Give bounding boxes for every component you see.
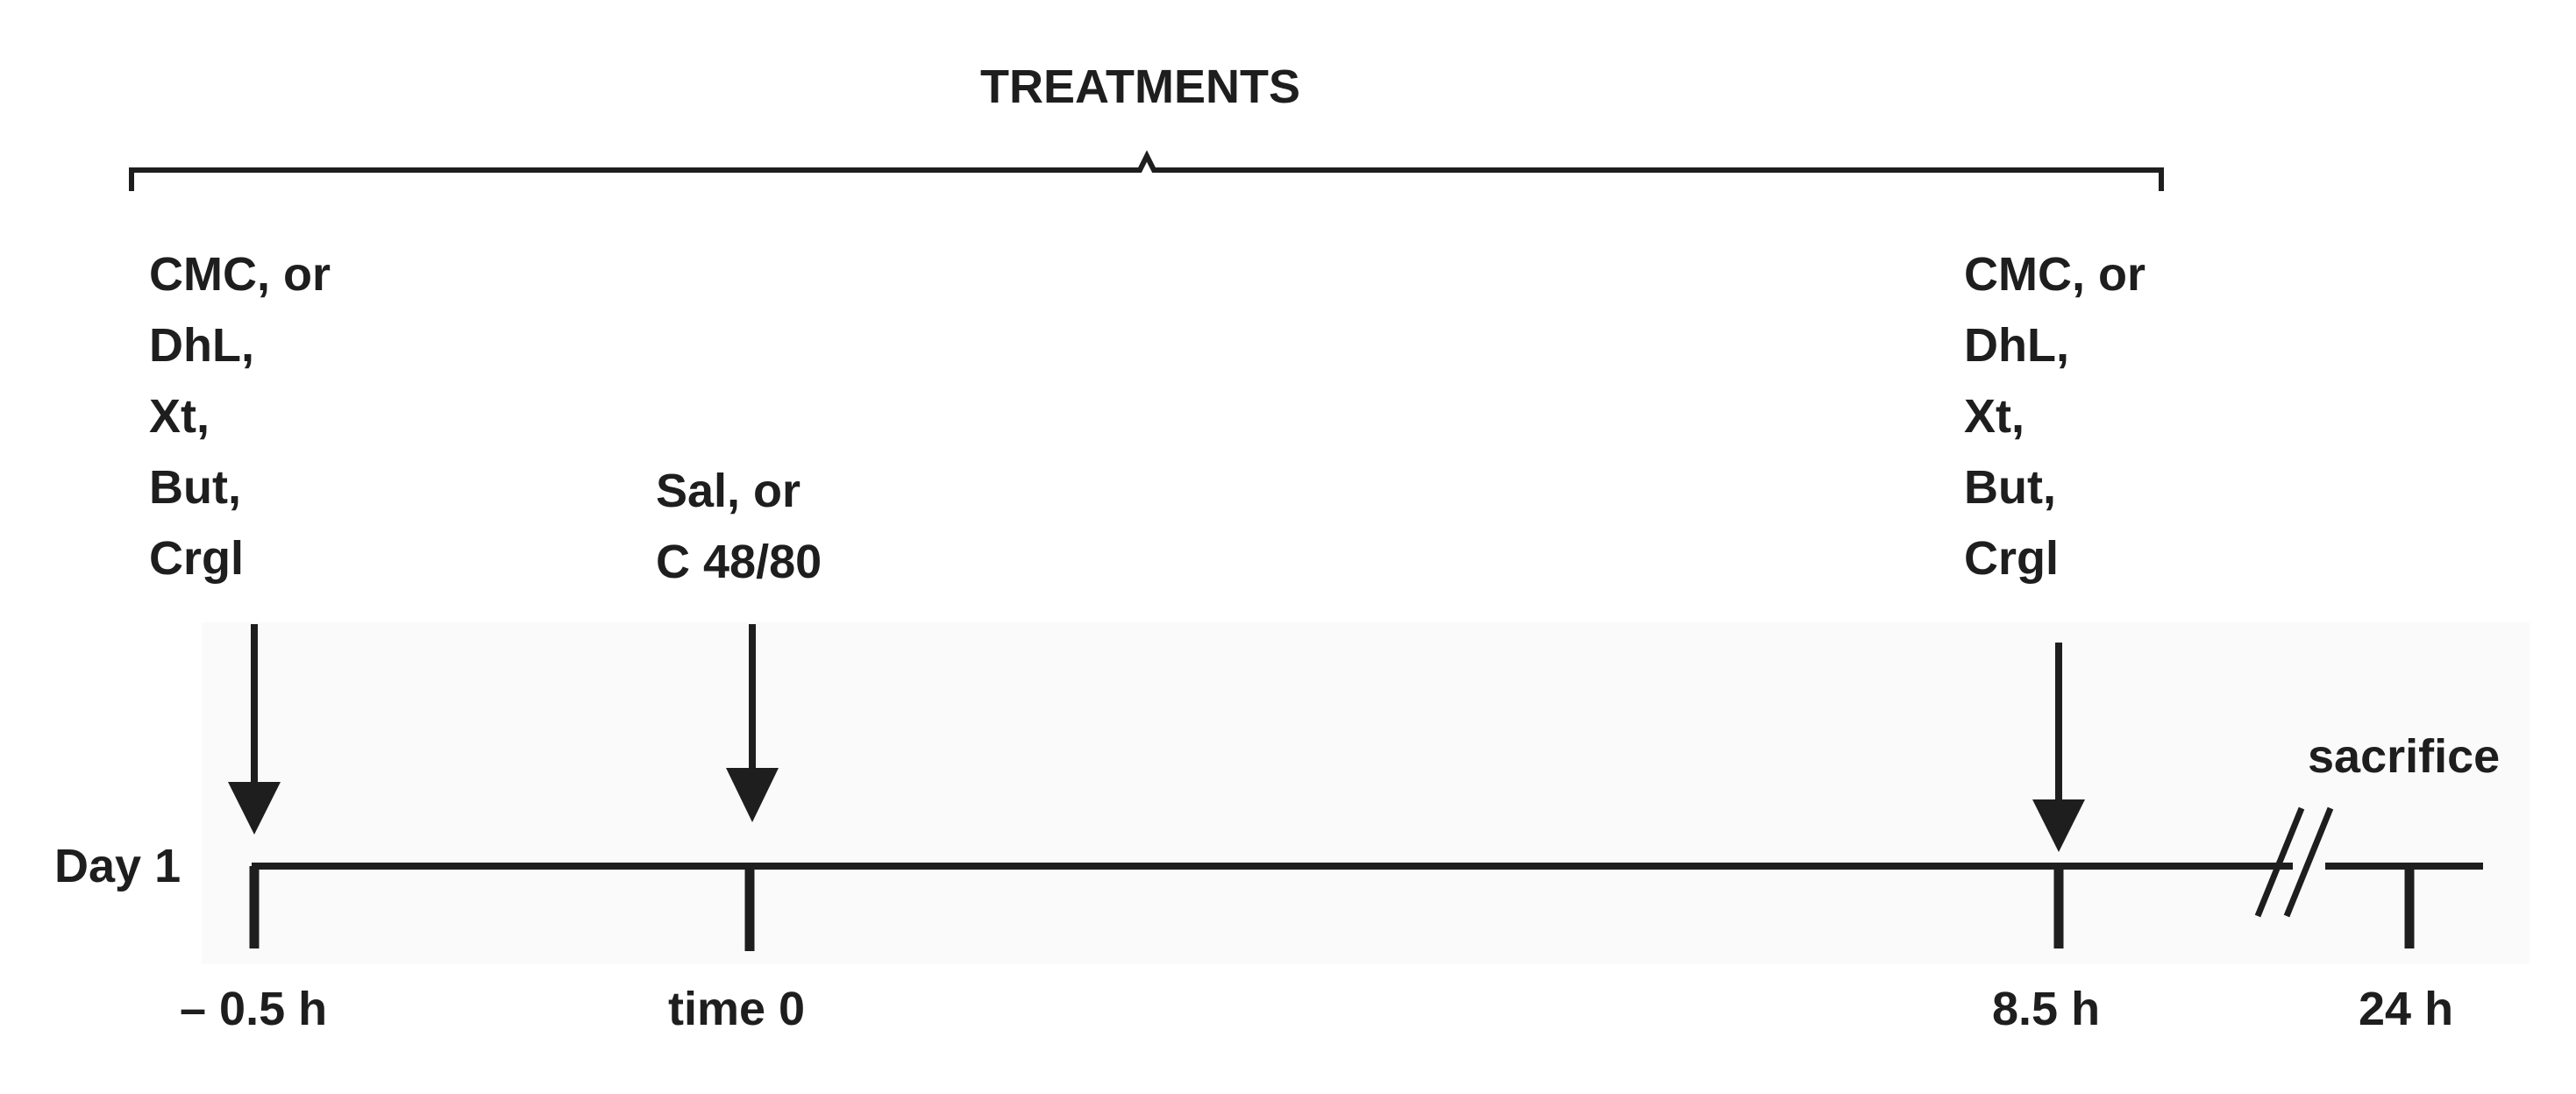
pre-treatment-label: CMC, or DhL, Xt, But, Crgl: [149, 239, 331, 594]
time-label-minus-0-5h: – 0.5 h: [180, 983, 328, 1035]
pre-treatment-line: DhL,: [149, 319, 254, 372]
pre-treatment-line: CMC, or: [149, 248, 331, 301]
axis-break-mark: [2254, 806, 2305, 918]
post-treatment-line: Crgl: [1964, 532, 2059, 585]
post-treatment-line: Xt,: [1964, 390, 2025, 443]
day-label: Day 1: [54, 840, 181, 892]
arrow-pre-treatment-head: [228, 782, 281, 835]
pre-treatment-line: But,: [149, 461, 241, 514]
sacrifice-label: sacrifice: [2308, 730, 2501, 783]
challenge-line: C 48/80: [656, 536, 822, 588]
timeline-panel: [202, 622, 2530, 964]
time-label-24h: 24 h: [2359, 983, 2454, 1035]
challenge-line: Sal, or: [656, 465, 801, 517]
pre-treatment-line: Crgl: [149, 532, 244, 585]
post-treatment-line: But,: [1964, 461, 2056, 514]
post-treatment-line: DhL,: [1964, 319, 2069, 372]
arrow-post-treatment-head: [2032, 799, 2085, 852]
axis-break-mark: [2283, 806, 2334, 918]
treatments-title: TREATMENTS: [980, 60, 1300, 113]
challenge-label: Sal, or C 48/80: [656, 456, 822, 598]
time-label-time-0: time 0: [668, 983, 806, 1035]
treatments-brace: [129, 150, 2164, 191]
post-treatment-label: CMC, or DhL, Xt, But, Crgl: [1964, 239, 2145, 594]
pre-treatment-line: Xt,: [149, 390, 210, 443]
arrow-challenge-head: [726, 768, 779, 822]
post-treatment-line: CMC, or: [1964, 248, 2145, 301]
time-label-8-5h: 8.5 h: [1992, 983, 2101, 1035]
